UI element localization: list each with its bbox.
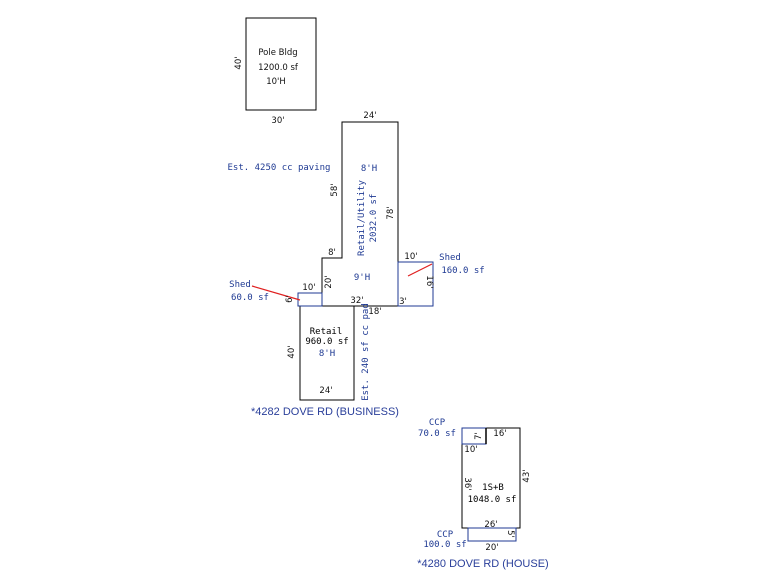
house-dim-left: 36' [462, 477, 472, 490]
retail-utility-dim-lower-left: 20' [324, 275, 334, 288]
shed-left-name: Shed [229, 280, 251, 290]
pad-note: Est. 240 sf cc pad [361, 303, 371, 401]
shed-left-area: 60.0 sf [231, 293, 269, 303]
house-area: 1048.0 sf [468, 495, 517, 505]
pole-bldg-outline[interactable] [245, 17, 317, 111]
pole-bldg-height: 10'H [266, 77, 286, 87]
house-dim-notch-h: 7' [474, 432, 484, 440]
business-address: *4282 DOVE RD (BUSINESS) [251, 406, 399, 418]
house-dim-top: 16' [493, 429, 506, 439]
retail-utility-dim-bottom: 32' [350, 296, 363, 306]
retail-utility-dim-step: 8' [328, 248, 336, 258]
shed-left-leader [251, 285, 301, 301]
shed-left-outline[interactable] [297, 292, 323, 307]
retail-utility-dim-right: 78' [386, 206, 396, 219]
pole-bldg-dim-left: 40' [234, 56, 244, 69]
retail-utility-area: 2032.0 sf [369, 194, 379, 243]
retail-utility-name: Retail/Utility [357, 179, 367, 255]
ccp-top-area: 70.0 sf [418, 429, 456, 439]
house-address: *4280 DOVE RD (HOUSE) [417, 558, 548, 570]
ccp-top-name: CCP [429, 418, 446, 428]
ccp-bottom-area: 100.0 sf [423, 540, 466, 550]
retail-utility-height-upper: 8'H [361, 164, 377, 174]
shed-right-leader [407, 263, 433, 277]
ccp-bottom-dim-bottom: 20' [485, 543, 498, 553]
shed-left-dim-side: 6' [285, 295, 295, 303]
retail-utility-dim-left: 58' [330, 183, 340, 196]
shed-left-dim-top: 10' [302, 283, 315, 293]
retail-dim-bottom: 24' [319, 386, 332, 396]
house-dim-right: 43' [522, 469, 532, 482]
retail-area: 960.0 sf [305, 337, 348, 347]
pole-bldg-area: 1200.0 sf [258, 63, 299, 73]
pole-bldg-name: Pole Bldg [258, 48, 297, 58]
ccp-bottom-dim-side: 5' [505, 530, 515, 538]
retail-dim-left: 40' [287, 345, 297, 358]
house-dim-notch-w: 10' [464, 445, 477, 455]
retail-outline[interactable] [299, 305, 355, 401]
ccp-bottom-name: CCP [437, 530, 454, 540]
shed-right-dim-top: 10' [404, 252, 417, 262]
shed-right-dim-side: 16' [424, 275, 434, 288]
shed-right-area: 160.0 sf [441, 266, 484, 276]
house-dim-bottom: 26' [484, 520, 497, 530]
ccp-bottom-outline[interactable] [467, 527, 517, 542]
shed-right-dim-extra: 18' [368, 307, 381, 317]
retail-utility-dim-top: 24' [363, 111, 376, 121]
house-name: 1S+B [482, 483, 504, 493]
retail-name: Retail [310, 327, 343, 337]
shed-right-name: Shed [439, 253, 461, 263]
pole-bldg-dim-bottom: 30' [271, 116, 284, 126]
retail-utility-height-lower: 9'H [354, 273, 370, 283]
paving-note: Est. 4250 cc paving [228, 163, 331, 173]
shed-right-outline[interactable] [397, 261, 434, 307]
shed-right-dim-bottom: 3' [399, 297, 407, 307]
retail-height: 8'H [319, 349, 335, 359]
